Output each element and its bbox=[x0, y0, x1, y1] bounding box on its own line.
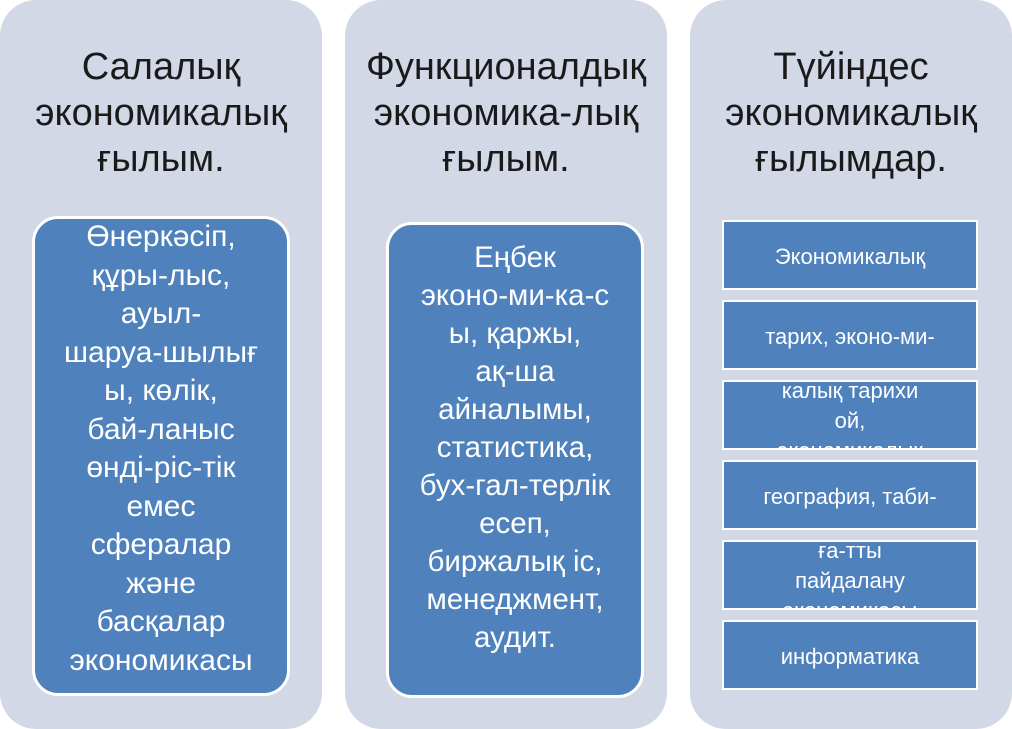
related-science-box: калық тарихи ой, экономикалық bbox=[722, 380, 978, 450]
box-line: география, таби- bbox=[763, 484, 937, 509]
box-line: экономикалық bbox=[724, 436, 976, 448]
box-line: және bbox=[125, 566, 196, 600]
column-title: Салалық экономикалық ғылым. bbox=[0, 44, 322, 182]
box-line: калық тарихи bbox=[781, 380, 919, 403]
title-line: экономикалық bbox=[725, 92, 977, 134]
column-sectoral: Салалық экономикалық ғылым. Өнеркәсіп, қ… bbox=[0, 0, 322, 729]
column-functional: Функционалдық экономика-лық ғылым. Еңбек… bbox=[345, 0, 667, 729]
box-line: емес bbox=[126, 489, 196, 523]
title-line: ғылым. bbox=[442, 138, 570, 180]
box-line: менеджмент, bbox=[426, 583, 604, 616]
column-title: Түйіндес экономикалық ғылымдар. bbox=[690, 44, 1012, 182]
box-line: Еңбек bbox=[474, 241, 556, 274]
column-related: Түйіндес экономикалық ғылымдар. Экономик… bbox=[690, 0, 1012, 729]
box-line: аудит. bbox=[474, 621, 556, 654]
title-line: ғылым. bbox=[97, 138, 225, 180]
functional-sciences-box: Еңбек эконо-ми-ка-с ы, қаржы, ақ-ша айна… bbox=[386, 222, 644, 698]
column-title: Функционалдық экономика-лық ғылым. bbox=[345, 44, 667, 182]
title-line: ғылымдар. bbox=[755, 138, 947, 180]
box-line: ақ-ша bbox=[475, 355, 555, 388]
box-line: сфералар bbox=[90, 528, 232, 561]
box-line: ға-тты bbox=[818, 540, 882, 563]
box-line: тарих, эконо-ми- bbox=[765, 324, 935, 349]
box-line: Өнеркәсіп, bbox=[86, 220, 236, 253]
title-line: Түйіндес bbox=[773, 46, 929, 88]
box-line: эконо-ми-ка-с bbox=[420, 279, 610, 312]
box-line: өнді-ріс-тік bbox=[86, 451, 236, 484]
box-line: бай-ланыс bbox=[87, 412, 235, 446]
box-line: Экономикалық bbox=[774, 244, 926, 269]
related-science-box: ға-тты пайдалану экономикасы bbox=[722, 540, 978, 610]
box-line: құры-лыс, bbox=[91, 258, 231, 292]
related-science-box: информатика bbox=[722, 620, 978, 690]
box-line: информатика bbox=[780, 644, 920, 669]
title-line: Функционалдық bbox=[365, 46, 647, 88]
box-line: ауыл- bbox=[120, 297, 202, 330]
related-science-box: география, таби- bbox=[722, 460, 978, 530]
box-line: ы, көлік, bbox=[104, 374, 218, 407]
box-line: экономикасы bbox=[724, 596, 976, 608]
box-line: айналымы, bbox=[438, 393, 592, 426]
sectoral-sciences-box: Өнеркәсіп, құры-лыс, ауыл- шаруа-шылығ ы… bbox=[32, 216, 290, 696]
related-science-box: тарих, эконо-ми- bbox=[722, 300, 978, 370]
box-line: шаруа-шылығ bbox=[63, 335, 259, 369]
box-line: есеп, bbox=[479, 507, 551, 540]
box-line: басқалар bbox=[96, 605, 226, 638]
box-line: бух-гал-терлік bbox=[419, 469, 611, 502]
box-line: статистика, bbox=[436, 431, 594, 464]
box-line: экономикасы bbox=[69, 643, 253, 677]
box-line: ы, қаржы, bbox=[448, 317, 582, 350]
title-line: экономика-лық bbox=[373, 92, 639, 134]
related-science-box: Экономикалық bbox=[722, 220, 978, 290]
box-line: биржалық іс, bbox=[427, 545, 603, 578]
box-line: пайдалану bbox=[795, 568, 905, 593]
title-line: Салалық bbox=[81, 46, 241, 88]
title-line: экономикалық bbox=[35, 92, 287, 134]
box-line: ой, bbox=[834, 408, 866, 433]
